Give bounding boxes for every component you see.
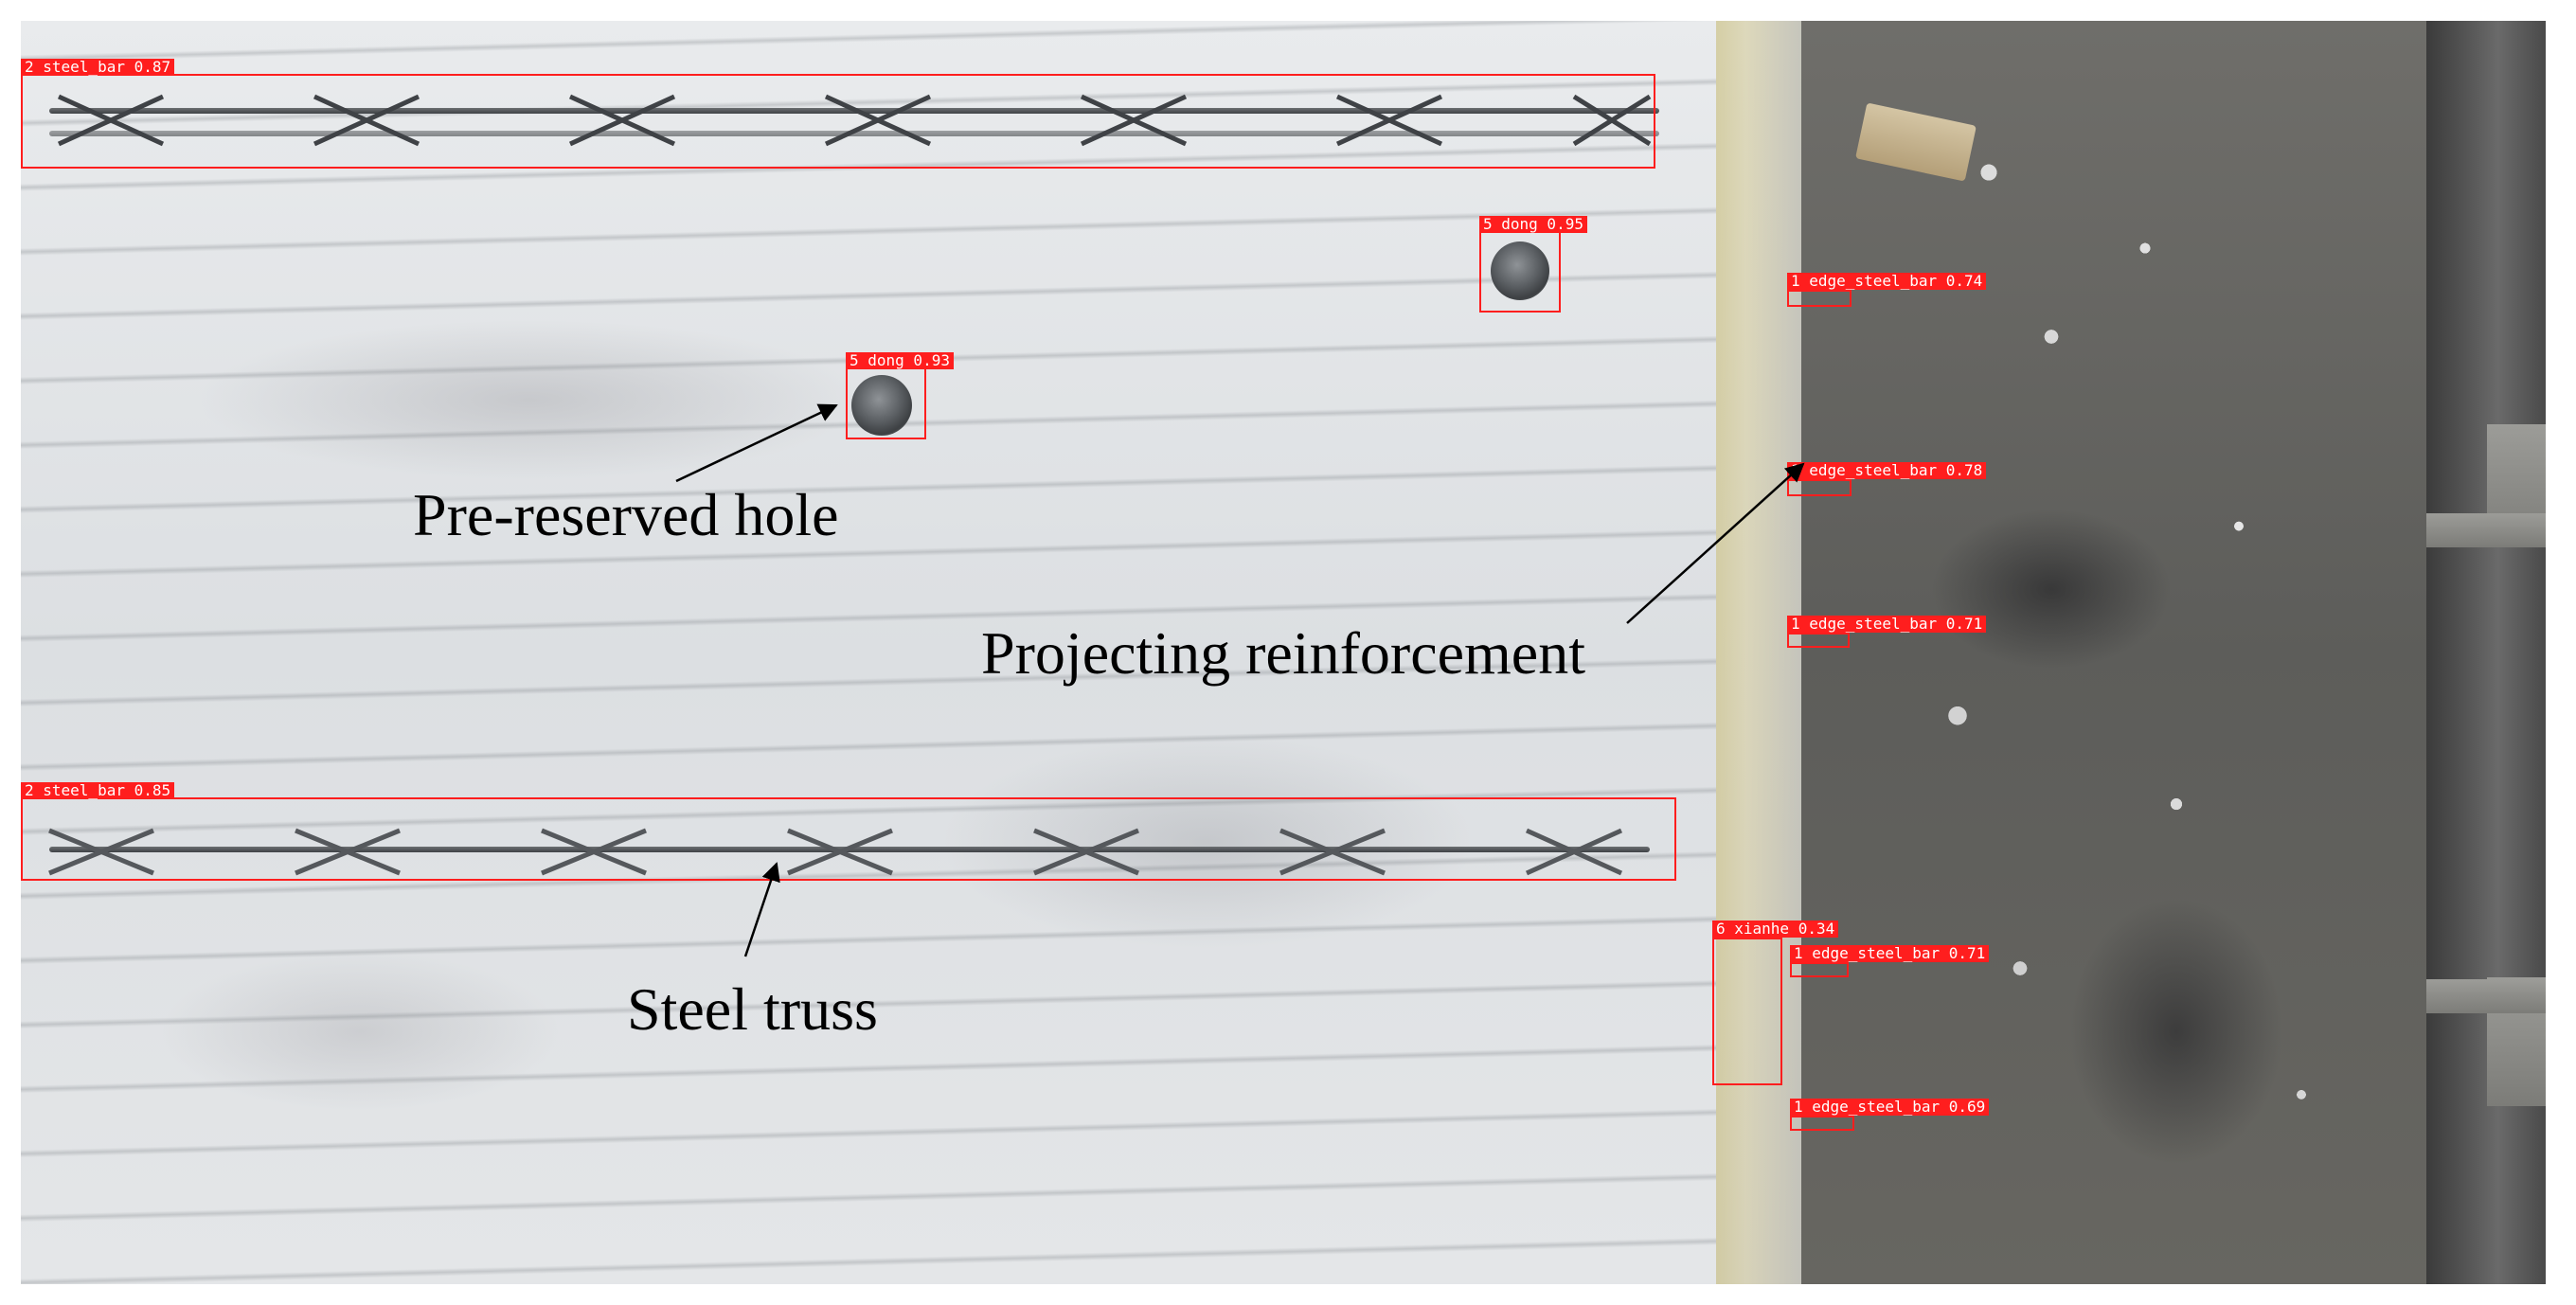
hole-upper-right xyxy=(1491,241,1549,300)
annotation-projecting-reinforcement: Projecting reinforcement xyxy=(981,619,1585,687)
photo-scene xyxy=(21,21,2546,1284)
detection-box-edge-bar-5 xyxy=(1790,1116,1854,1131)
detection-box-edge-bar-2 xyxy=(1787,479,1852,496)
steel-frame xyxy=(2426,21,2546,1284)
hole-center-left xyxy=(851,375,912,436)
detection-label: 1 edge_steel_bar 0.71 xyxy=(1787,616,1987,633)
detection-box-edge-bar-3 xyxy=(1787,633,1850,648)
cast-in-place-area xyxy=(1801,21,2426,1284)
detection-label: 5 dong 0.95 xyxy=(1479,216,1587,233)
lower-truss-diagonals xyxy=(48,828,1623,876)
slab-edge-strip xyxy=(1716,21,1801,1284)
detection-label: 6 xianhe 0.34 xyxy=(1712,921,1839,938)
detection-box-edge-bar-1 xyxy=(1787,290,1852,307)
annotation-pre-reserved-hole: Pre-reserved hole xyxy=(413,481,839,548)
frame-crossbar-upper xyxy=(2426,513,2546,547)
detection-box-edge-bar-4 xyxy=(1790,962,1849,977)
detection-label: 1 edge_steel_bar 0.78 xyxy=(1787,462,1987,479)
detection-label: 1 edge_steel_bar 0.74 xyxy=(1787,273,1987,290)
detection-box-steel-bar-lower xyxy=(21,797,1676,881)
detection-box-steel-bar-upper xyxy=(21,74,1655,169)
upper-truss-diagonals xyxy=(57,94,1652,147)
detection-label: 1 edge_steel_bar 0.71 xyxy=(1790,945,1990,962)
annotation-steel-truss: Steel truss xyxy=(627,975,878,1043)
detection-label: 2 steel_bar 0.85 xyxy=(21,782,175,799)
detection-label: 1 edge_steel_bar 0.69 xyxy=(1790,1099,1990,1116)
frame-crossbar-lower xyxy=(2426,979,2546,1013)
detection-box-xianhe xyxy=(1712,938,1782,1085)
detection-box-hole-upper xyxy=(1479,231,1561,313)
detection-box-hole-center xyxy=(846,367,926,439)
precast-slab xyxy=(21,21,1716,1284)
detection-label: 5 dong 0.93 xyxy=(846,352,954,369)
detection-label: 2 steel_bar 0.87 xyxy=(21,59,175,76)
